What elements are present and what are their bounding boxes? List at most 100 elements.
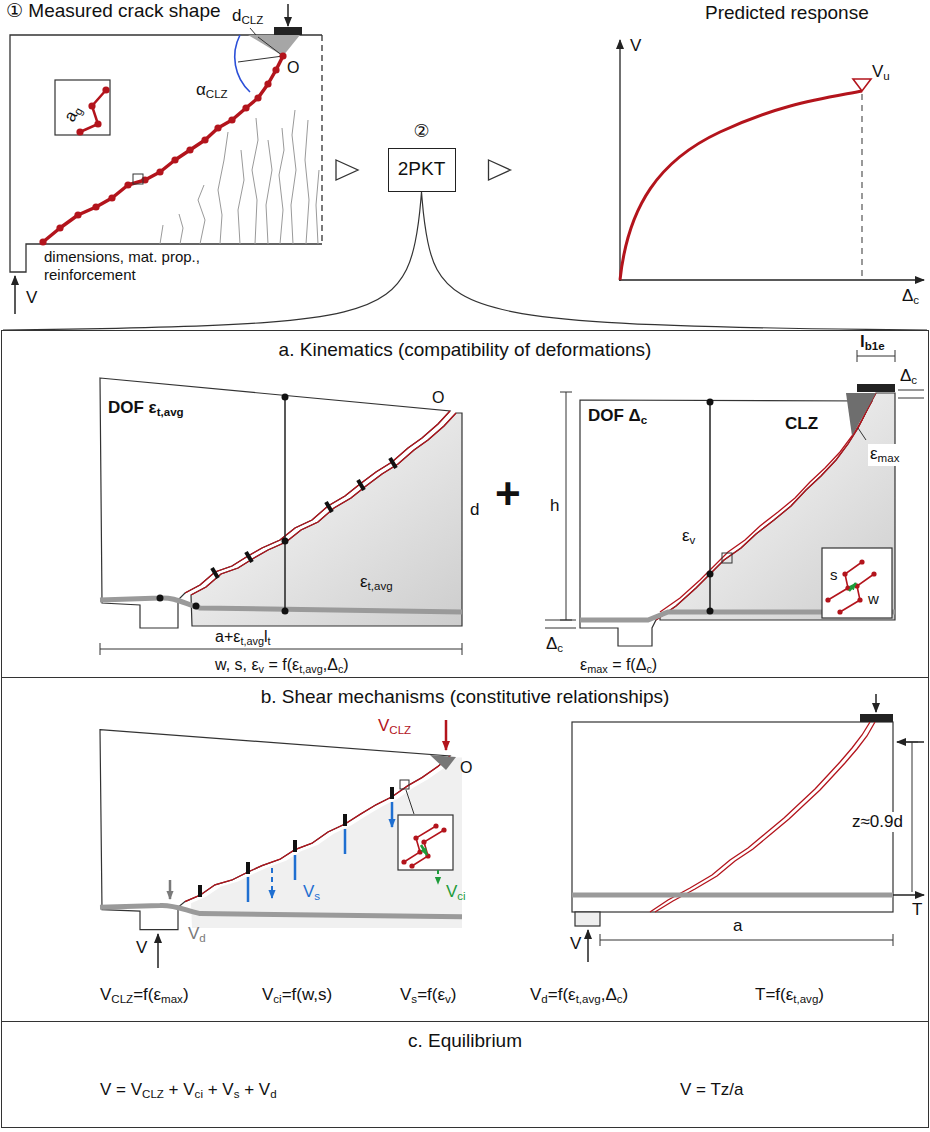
chart-heading: Predicted response — [705, 2, 869, 25]
subscript-label: t,avg — [368, 580, 393, 592]
equilibrium-figure-part — [893, 894, 924, 896]
flexural-crack-part — [252, 118, 258, 244]
flexural-crack-part — [279, 128, 284, 244]
label-group: VCLZ — [378, 716, 411, 738]
label-text: T — [912, 900, 922, 919]
label-text: d — [232, 6, 241, 25]
subscript-label: d — [270, 1088, 276, 1100]
label-text: V = Tz/a — [680, 1080, 743, 1099]
label-group: V — [136, 938, 147, 958]
free-body-figure-part — [271, 868, 273, 898]
label-group: + — [495, 468, 521, 521]
kinematics-figure-part — [100, 598, 462, 612]
kinematics-figure-part — [282, 608, 289, 615]
response-curve-part — [620, 91, 862, 280]
label-text: + V — [203, 1080, 234, 1099]
free-body-figure-part — [169, 880, 172, 899]
kinematics-figure-part — [284, 397, 286, 611]
response-curve — [620, 79, 871, 280]
subscript-label: CLZ — [206, 88, 228, 100]
kinematics-figure-2-part — [849, 583, 856, 591]
label-text: V — [630, 36, 641, 55]
flexural-crack-part — [218, 132, 228, 244]
free-body-figure-part — [200, 787, 392, 897]
flexural-crack-part — [198, 185, 205, 244]
equilibrium-figure-part — [600, 934, 893, 946]
label-text: s — [830, 566, 838, 583]
subscript-label: CLZ — [389, 724, 411, 736]
subscript-label: CLZ — [111, 993, 133, 1005]
label-text: ) — [183, 985, 189, 1004]
subscript-label: c — [338, 663, 343, 675]
kinematics-figure-part — [193, 603, 200, 610]
kinematics-figure-part — [212, 458, 396, 578]
label-group: εmax = f(Δc) — [580, 655, 657, 676]
label-text: = f(ε — [264, 656, 299, 673]
label-group: lb1e — [860, 332, 885, 354]
equilibrium-figure-part — [587, 930, 589, 962]
label-text: V — [530, 985, 541, 1004]
subscript-label: max — [161, 993, 183, 1005]
label-text: w, s, ε — [215, 656, 259, 673]
label-group: z≈0.9d — [850, 812, 905, 832]
panel-heading: ① Measured crack shape — [6, 0, 221, 23]
panel-note: dimensions, mat. prop., reinforcement — [44, 248, 219, 284]
equilibrium-figure-part — [650, 722, 870, 912]
label-text: Δ — [902, 286, 913, 305]
label-group: Δc — [902, 286, 919, 308]
equilibrium-figure — [572, 694, 924, 962]
label-group: εmax — [868, 444, 901, 466]
label-text: =f(ε — [548, 985, 576, 1004]
main-crack-part — [133, 174, 143, 184]
free-body-figure-part — [398, 815, 453, 870]
kinematics-figure-2-part — [822, 548, 892, 618]
kinematics-figure-2-part — [560, 392, 572, 620]
kinematics-figure-2-part — [722, 553, 732, 563]
connector — [456, 170, 601, 171]
label-group: V — [570, 934, 581, 954]
kinematics-figure-part — [282, 394, 289, 401]
free-body-figure-part — [400, 780, 409, 789]
label-group: O — [287, 58, 299, 77]
flexural-crack-part — [160, 225, 163, 244]
kinematics-figure-part — [157, 595, 164, 602]
label-group: εv — [682, 526, 695, 548]
label-text: DOF Δ — [588, 406, 641, 425]
load-arrow-part — [287, 4, 289, 26]
beam-panel: ① Measured crack shape dimensions, mat. p… — [4, 0, 326, 300]
label-group: a — [733, 916, 742, 936]
label-group: εt,avg — [360, 572, 393, 594]
kinematics-figure-2-part — [828, 562, 862, 600]
free-body-beam-part — [100, 906, 462, 917]
load-arrow-part — [14, 276, 16, 314]
label-group: h — [550, 496, 559, 516]
subscript-label: t — [268, 635, 271, 647]
label-group: αCLZ — [196, 80, 228, 102]
free-body-figure-part — [404, 826, 436, 862]
free-body-figure-part — [445, 720, 448, 750]
response-curve-part — [861, 94, 862, 279]
label-group: O — [460, 758, 472, 777]
flexural-crack-part — [316, 170, 319, 244]
subscript-label: c — [557, 642, 563, 654]
label-text: =f(w,s) — [282, 985, 333, 1004]
subscript-label: t,avg — [240, 635, 264, 647]
label-group: Vd — [188, 924, 206, 946]
connector — [3, 192, 927, 330]
subscript-label: d — [541, 993, 547, 1005]
flexural-crack — [160, 110, 319, 244]
subscript-label: t,avg — [793, 993, 818, 1005]
equilibrium-figure-part — [860, 714, 893, 722]
kinematics-figure-2-part — [898, 390, 924, 398]
subscript-label: max — [587, 663, 608, 675]
label-text: CLZ — [785, 414, 818, 433]
main-crack — [43, 56, 283, 242]
kinematics-figure — [100, 378, 462, 655]
label-text: ε — [360, 572, 368, 591]
subscript-label: ci — [195, 1088, 203, 1100]
equilibrium-figure-part — [572, 893, 893, 898]
label-text: d — [470, 500, 479, 519]
label-group: V = Tz/a — [680, 1080, 743, 1100]
kinematics-figure-2-part — [707, 399, 714, 406]
label-group: DOF εt,avg — [108, 398, 184, 420]
